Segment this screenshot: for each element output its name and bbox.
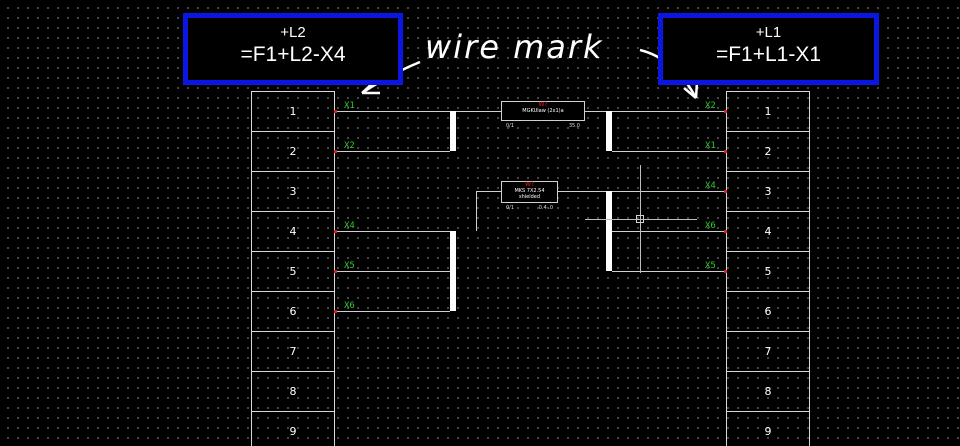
cable-lead-upper-left (456, 111, 501, 112)
annotation-wire-mark: wire mark (425, 28, 604, 66)
cable-lead-lower-vertical (476, 191, 477, 231)
cable-extra: shielded (518, 194, 541, 200)
crosshair-horizontal (585, 219, 697, 220)
terminal-cell[interactable]: 2 (726, 131, 810, 171)
wire-endpoint (334, 310, 337, 313)
wire-label-right-2: X1 (705, 141, 716, 151)
wire-left-1[interactable] (336, 111, 450, 112)
terminal-cell[interactable]: 7 (726, 331, 810, 371)
terminal-cell[interactable]: 6 (251, 291, 335, 331)
cable-sub-left: 0/1 (506, 123, 515, 129)
wire-label-left-5: X5 (344, 261, 355, 271)
terminal-cell[interactable]: 4 (251, 211, 335, 251)
cable-tag: W? (538, 101, 548, 108)
cable-sub-right: 35.0 (568, 123, 580, 129)
terminal-strip-left[interactable]: 1 2 3 4 5 6 7 8 9 (251, 91, 335, 446)
callout-terminal-left: +L2 =F1+L2-X4 (183, 13, 403, 85)
wire-endpoint (334, 150, 337, 153)
wire-right-3[interactable] (612, 191, 725, 192)
terminal-cell[interactable]: 3 (726, 171, 810, 211)
terminal-cell[interactable]: 1 (251, 91, 335, 131)
terminal-cell[interactable]: 2 (251, 131, 335, 171)
cable-sub-right: 0.4 .0 (538, 205, 553, 211)
wire-right-4[interactable] (612, 231, 725, 232)
cable-sub: 0/1 35.0 (502, 123, 584, 129)
wire-label-left-2: X2 (344, 141, 355, 151)
terminal-strip-right[interactable]: 1 2 3 4 5 6 7 8 9 (726, 91, 810, 446)
cable-lead-upper-right (584, 111, 606, 112)
cable-type: MGKUlaw (2x1)a (522, 108, 564, 114)
wire-endpoint (334, 270, 337, 273)
cable-bundle-bar-right-lower[interactable] (606, 191, 612, 271)
terminal-cell[interactable]: 5 (251, 251, 335, 291)
cable-marker-upper[interactable]: W? MGKUlaw (2x1)a 0/1 35.0 (501, 101, 585, 129)
wire-right-5[interactable] (612, 271, 725, 272)
callout-right-device: =F1+L1-X1 (715, 43, 822, 66)
cursor-pickbox-icon (636, 215, 644, 223)
terminal-cell[interactable]: 1 (726, 91, 810, 131)
wire-endpoint (724, 230, 727, 233)
wire-left-2[interactable] (336, 151, 450, 152)
callout-left-device: =F1+L2-X4 (240, 43, 346, 66)
cable-sub-left: 0/1 (506, 205, 515, 211)
cable-bundle-bar-left-upper[interactable] (450, 111, 456, 151)
wire-endpoint (724, 110, 727, 113)
callout-right-location: +L1 (755, 24, 782, 41)
wire-endpoint (724, 150, 727, 153)
terminal-cell[interactable]: 9 (251, 411, 335, 446)
cable-bundle-bar-right-upper[interactable] (606, 111, 612, 151)
cable-tag: W? (524, 181, 535, 188)
cable-type: MKS 7X2.54 (514, 188, 545, 194)
terminal-cell[interactable]: 4 (726, 211, 810, 251)
terminal-cell[interactable]: 5 (726, 251, 810, 291)
wire-left-6[interactable] (336, 311, 450, 312)
wire-endpoint (724, 270, 727, 273)
terminal-cell[interactable]: 9 (726, 411, 810, 446)
terminal-cell[interactable]: 6 (726, 291, 810, 331)
wire-endpoint (334, 110, 337, 113)
wire-right-2[interactable] (612, 151, 725, 152)
wire-label-right-1: X2 (705, 101, 716, 111)
cable-sub: 0/1 0.4 .0 (502, 205, 557, 211)
callout-terminal-right: +L1 =F1+L1-X1 (658, 13, 879, 85)
callout-left-location: +L2 (280, 24, 306, 41)
wire-label-right-5: X5 (705, 261, 716, 271)
wire-left-5[interactable] (336, 271, 450, 272)
wire-label-right-4: X6 (705, 221, 716, 231)
wire-label-right-3: X4 (705, 181, 716, 191)
wire-label-left-1: X1 (344, 101, 355, 111)
terminal-cell[interactable]: 3 (251, 171, 335, 211)
wire-endpoint (334, 230, 337, 233)
terminal-cell[interactable]: 8 (251, 371, 335, 411)
wire-left-4[interactable] (336, 231, 450, 232)
terminal-cell[interactable]: 8 (726, 371, 810, 411)
cable-bundle-bar-left-lower[interactable] (450, 231, 456, 311)
crosshair-vertical (640, 165, 641, 273)
wire-right-1[interactable] (612, 111, 725, 112)
terminal-cell[interactable]: 7 (251, 331, 335, 371)
cable-marker-lower[interactable]: W? MKS 7X2.54 shielded 0/1 0.4 .0 (501, 181, 558, 211)
wire-endpoint (724, 190, 727, 193)
wire-label-left-6: X6 (344, 301, 355, 311)
cable-lead-lower-right (557, 191, 606, 192)
cable-lead-lower-left (476, 191, 501, 192)
wire-label-left-4: X4 (344, 221, 355, 231)
